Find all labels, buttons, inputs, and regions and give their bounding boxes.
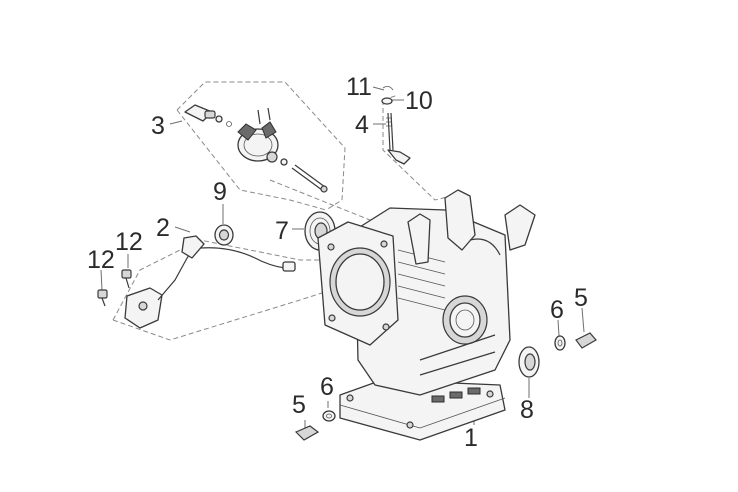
callout-1: 1 <box>464 424 478 452</box>
drain-bolt-bottom <box>294 410 336 441</box>
callout-3: 3 <box>151 112 165 140</box>
grommet <box>214 224 234 246</box>
callout-4: 4 <box>355 111 369 139</box>
crankcase-block <box>317 189 536 441</box>
callout-5-bottom: 5 <box>292 391 306 419</box>
callout-6-right: 6 <box>550 296 564 324</box>
callout-12-right: 12 <box>115 228 143 256</box>
callout-8: 8 <box>520 396 534 424</box>
callout-10: 10 <box>405 87 433 115</box>
callout-2: 2 <box>156 214 170 242</box>
callout-9: 9 <box>213 178 227 206</box>
callout-7: 7 <box>275 217 289 245</box>
governor-arm <box>381 86 411 165</box>
oil-level-sensor <box>97 235 296 329</box>
oil-seal-8 <box>518 346 540 378</box>
callout-labels: 1 2 3 4 5 5 6 6 7 8 9 10 11 12 12 <box>87 73 588 452</box>
callout-5-right: 5 <box>574 284 588 312</box>
governor-assembly <box>184 104 328 193</box>
callout-6-bottom: 6 <box>320 373 334 401</box>
callout-11: 11 <box>346 73 372 101</box>
drain-bolt-right <box>554 332 597 351</box>
callout-12-left: 12 <box>87 246 115 274</box>
